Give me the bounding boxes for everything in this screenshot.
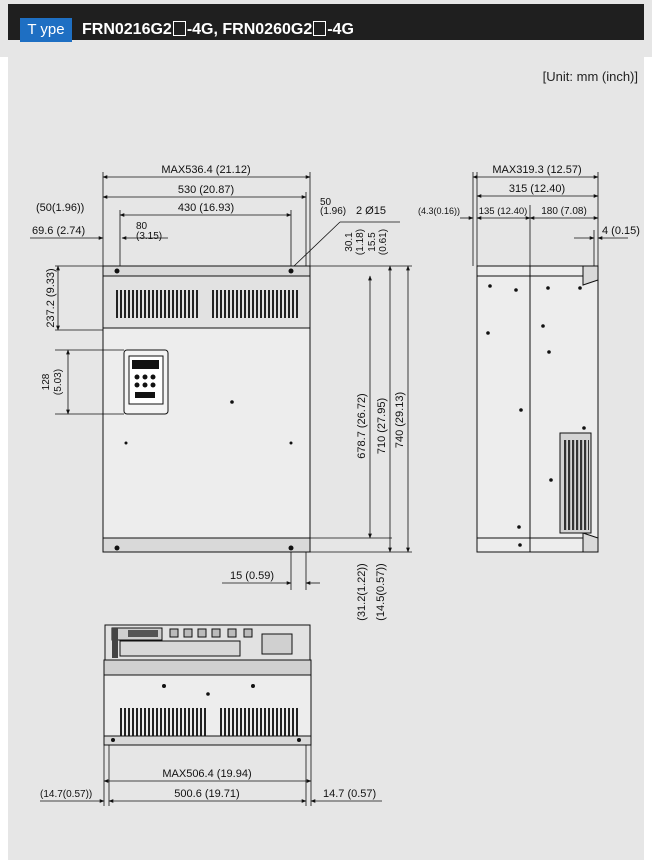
front-width-label: 530 (20.87) [178,184,234,196]
height-3-label: 740 (29.13) [394,392,406,448]
keypad-offset-label: 80 [136,221,148,232]
bottom-right-margin-label: 14.7 (0.57) [323,788,376,800]
side-offset-label: (4.3(0.16)) [418,206,460,216]
side-part-2-label: 180 (7.08) [541,206,587,217]
keypad-height-inch-label: (5.03) [53,369,64,395]
keypad-offset-inch-label: (3.15) [136,231,162,242]
bottom-max-width-label: MAX506.4 (19.94) [162,768,251,780]
unit-note: [Unit: mm (inch)] [542,69,638,84]
side-dimension-labels: MAX319.3 (12.57) 315 (12.40) (4.3(0.16))… [418,164,640,237]
height-1-label: 678.7 (26.72) [356,393,368,458]
bottom-dimension-labels: MAX506.4 (19.94) 500.6 (19.71) (14.7(0.5… [40,768,376,800]
bottom-margin-2-label: (14.5(0.57)) [375,563,387,620]
holes-label: 2 Ø15 [356,205,386,217]
front-view [102,265,311,553]
bottom-left-margin-label: (14.7(0.57)) [40,789,92,800]
bottom-width-label: 500.6 (19.71) [174,788,239,800]
title-part-2: -4G, FRN0260G2 [186,21,313,38]
top-margin-2-label: 15.5 [367,232,378,252]
front-dimensions [30,172,412,590]
title-part-3: -4G [327,21,354,38]
type-badge: T ype [20,18,72,42]
side-depth-label: 315 (12.40) [509,183,565,195]
model-title: FRN0216G2 -4G, FRN0260G2 -4G [82,18,354,42]
top-height-label: 237.2 (9.33) [45,268,57,327]
side-offset-right-label: 50 [320,197,332,208]
front-hole-pitch-label: 430 (16.93) [178,202,234,214]
height-2-label: 710 (27.95) [376,398,388,454]
top-margin-2-inch-label: (0.61) [378,229,389,255]
side-dimensions [460,172,628,266]
bottom-dimensions [40,745,382,806]
title-part-1: FRN0216G2 [82,21,172,38]
bottom-margin-1-label: (31.2(1.22)) [356,563,368,620]
keypad-height-label: 128 [41,373,52,390]
front-max-width-label: MAX536.4 (21.12) [161,164,250,176]
side-offset-left-label: (50(1.96)) [36,202,84,214]
side-flange-label: 4 (0.15) [602,225,640,237]
top-margin-1-inch-label: (1.18) [355,229,366,255]
side-part-1-label: 135 (12.40) [479,206,528,217]
placeholder-box-icon [172,21,186,36]
slot-width-label: 15 (0.59) [230,570,274,582]
side-view [476,265,599,553]
side-offset-right-inch-label: (1.96) [320,206,346,217]
left-edge-label: 69.6 (2.74) [32,225,85,237]
bottom-view [103,624,312,746]
side-max-depth-label: MAX319.3 (12.57) [492,164,581,176]
placeholder-box-icon [313,21,327,36]
front-dimension-labels: MAX536.4 (21.12) 530 (20.87) 430 (16.93)… [32,164,406,621]
top-margin-1-label: 30.1 [344,232,355,252]
